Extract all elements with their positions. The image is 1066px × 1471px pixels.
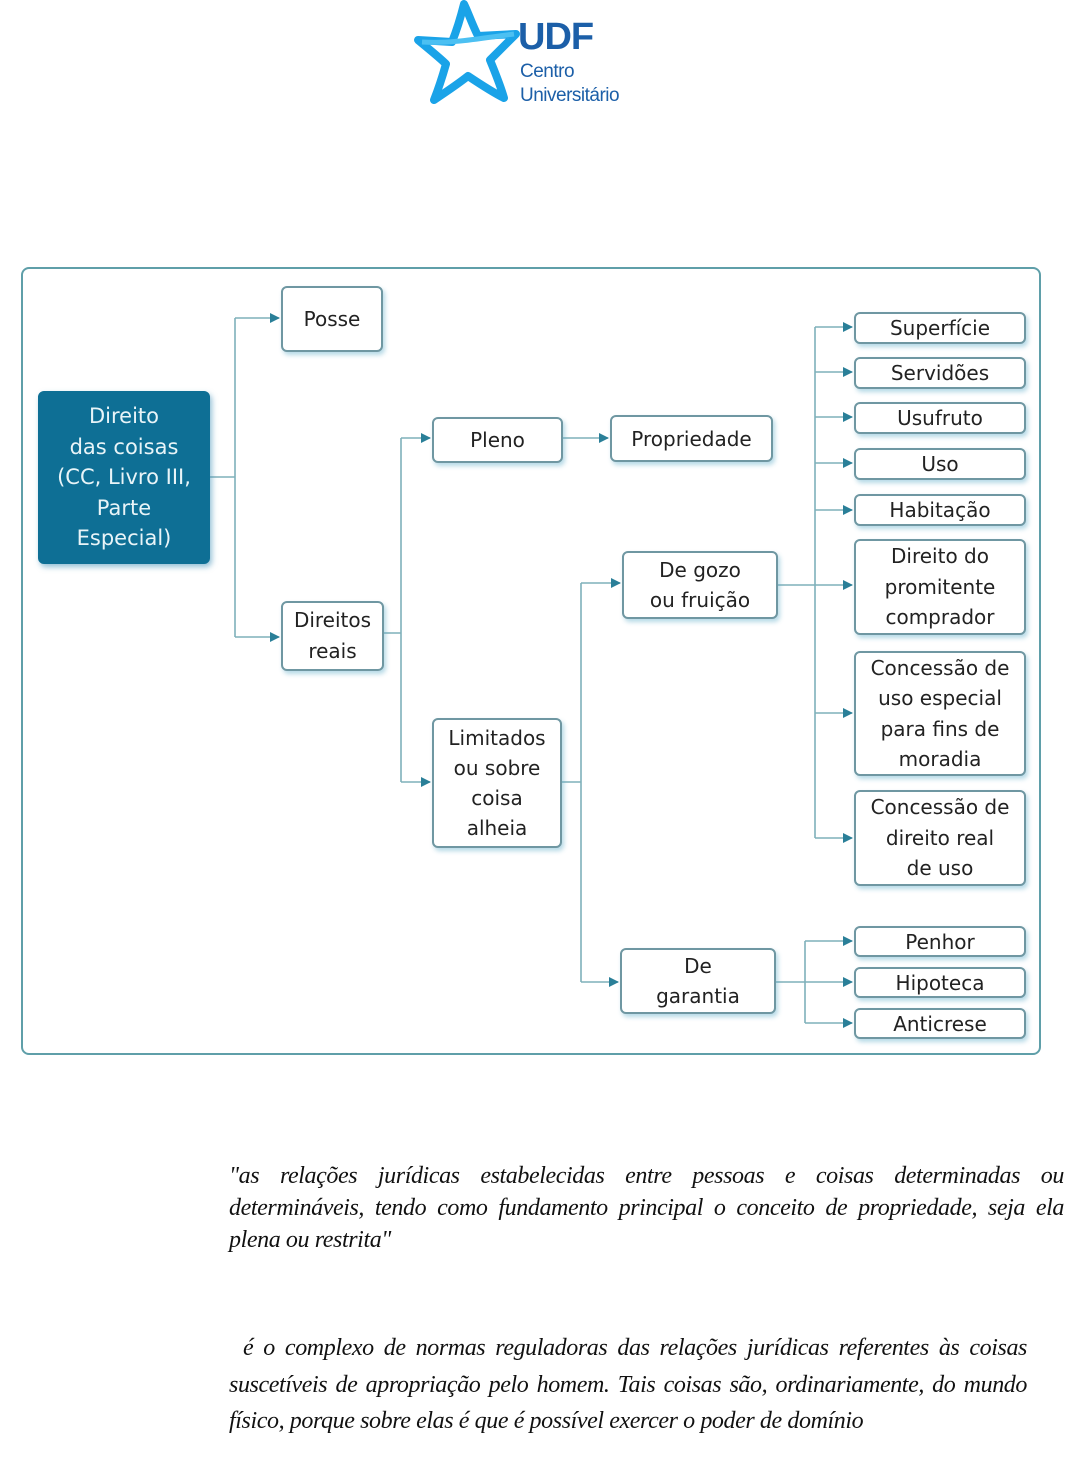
star-icon [414, 0, 520, 104]
logo-line-2: Universitário [520, 85, 620, 106]
node-anticrese: Anticrese [854, 1008, 1026, 1039]
node-penhor: Penhor [854, 926, 1026, 957]
node-uso-especial-moradia: Concessão de uso especial para fins de m… [854, 651, 1026, 776]
definition-paragraph: é o complexo de normas reguladoras das r… [229, 1330, 1027, 1440]
node-habitacao: Habitação [854, 494, 1026, 526]
udf-logo: UDF Centro Universitário [412, 0, 652, 112]
node-propriedade: Propriedade [610, 415, 773, 462]
node-posse: Posse [281, 286, 383, 352]
logo-line-1: Centro [520, 61, 575, 82]
node-superficie: Superfície [854, 312, 1026, 344]
node-direitos-reais: Direitos reais [281, 601, 384, 671]
node-limitados: Limitados ou sobre coisa alheia [432, 718, 562, 848]
node-servidoes: Servidões [854, 357, 1026, 389]
node-de-garantia: De garantia [620, 948, 776, 1014]
node-pleno: Pleno [432, 417, 563, 463]
node-direito-real-de-uso: Concessão de direito real de uso [854, 790, 1026, 886]
node-promitente-comprador: Direito do promitente comprador [854, 539, 1026, 635]
quote-paragraph: "as relações jurídicas estabelecidas ent… [229, 1163, 1064, 1253]
node-usufruto: Usufruto [854, 402, 1026, 434]
node-hipoteca: Hipoteca [854, 967, 1026, 998]
node-uso: Uso [854, 448, 1026, 480]
node-direito-das-coisas: Direito das coisas (CC, Livro III, Parte… [38, 391, 210, 564]
definition-text: é o complexo de normas reguladoras das r… [229, 1335, 1027, 1434]
node-de-gozo: De gozo ou fruição [622, 551, 778, 619]
logo-brand: UDF [518, 16, 594, 58]
